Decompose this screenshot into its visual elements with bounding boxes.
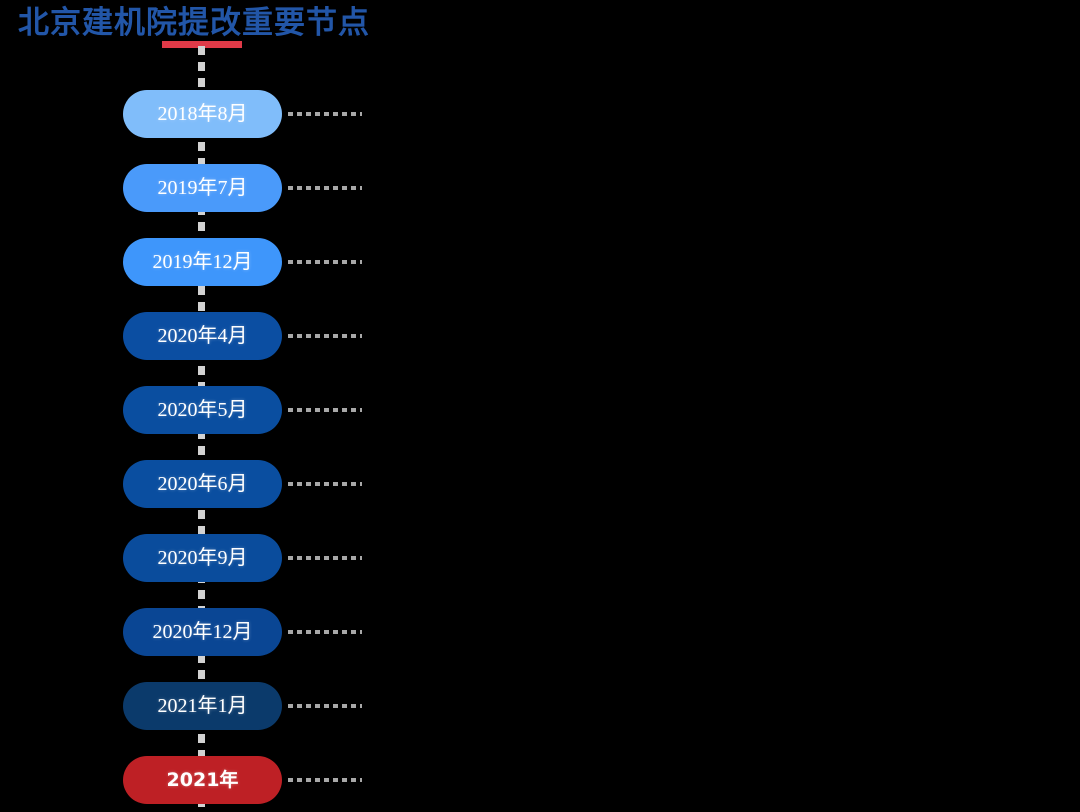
timeline-node: 2021年 <box>0 756 1080 804</box>
timeline-node: 2020年6月 <box>0 460 1080 508</box>
timeline-node-connector <box>288 112 362 116</box>
timeline-node-connector <box>288 186 362 190</box>
timeline-node-connector <box>288 704 362 708</box>
timeline-node: 2020年4月 <box>0 312 1080 360</box>
timeline-node-connector <box>288 630 362 634</box>
timeline-node: 2019年7月 <box>0 164 1080 212</box>
timeline-node-pill[interactable]: 2020年12月 <box>123 608 282 656</box>
timeline-node-pill[interactable]: 2018年8月 <box>123 90 282 138</box>
timeline-node: 2019年12月 <box>0 238 1080 286</box>
timeline-node-connector <box>288 556 362 560</box>
timeline-node-pill[interactable]: 2021年 <box>123 756 282 804</box>
timeline-node-pill[interactable]: 2020年4月 <box>123 312 282 360</box>
timeline-node-pill[interactable]: 2020年6月 <box>123 460 282 508</box>
timeline-node-pill[interactable]: 2020年9月 <box>123 534 282 582</box>
timeline-node: 2021年1月 <box>0 682 1080 730</box>
timeline-node: 2020年9月 <box>0 534 1080 582</box>
timeline-node-pill[interactable]: 2020年5月 <box>123 386 282 434</box>
timeline-node-connector <box>288 260 362 264</box>
timeline-node-pill[interactable]: 2019年12月 <box>123 238 282 286</box>
page-title: 北京建机院提改重要节点 <box>18 5 370 41</box>
title-underline-bar <box>162 41 242 48</box>
timeline-node: 2020年5月 <box>0 386 1080 434</box>
timeline-node-pill[interactable]: 2021年1月 <box>123 682 282 730</box>
timeline-node-pill[interactable]: 2019年7月 <box>123 164 282 212</box>
timeline-node: 2020年12月 <box>0 608 1080 656</box>
timeline-node-connector <box>288 408 362 412</box>
timeline-node-connector <box>288 778 362 782</box>
timeline-node-connector <box>288 334 362 338</box>
timeline-node: 2018年8月 <box>0 90 1080 138</box>
timeline-node-connector <box>288 482 362 486</box>
